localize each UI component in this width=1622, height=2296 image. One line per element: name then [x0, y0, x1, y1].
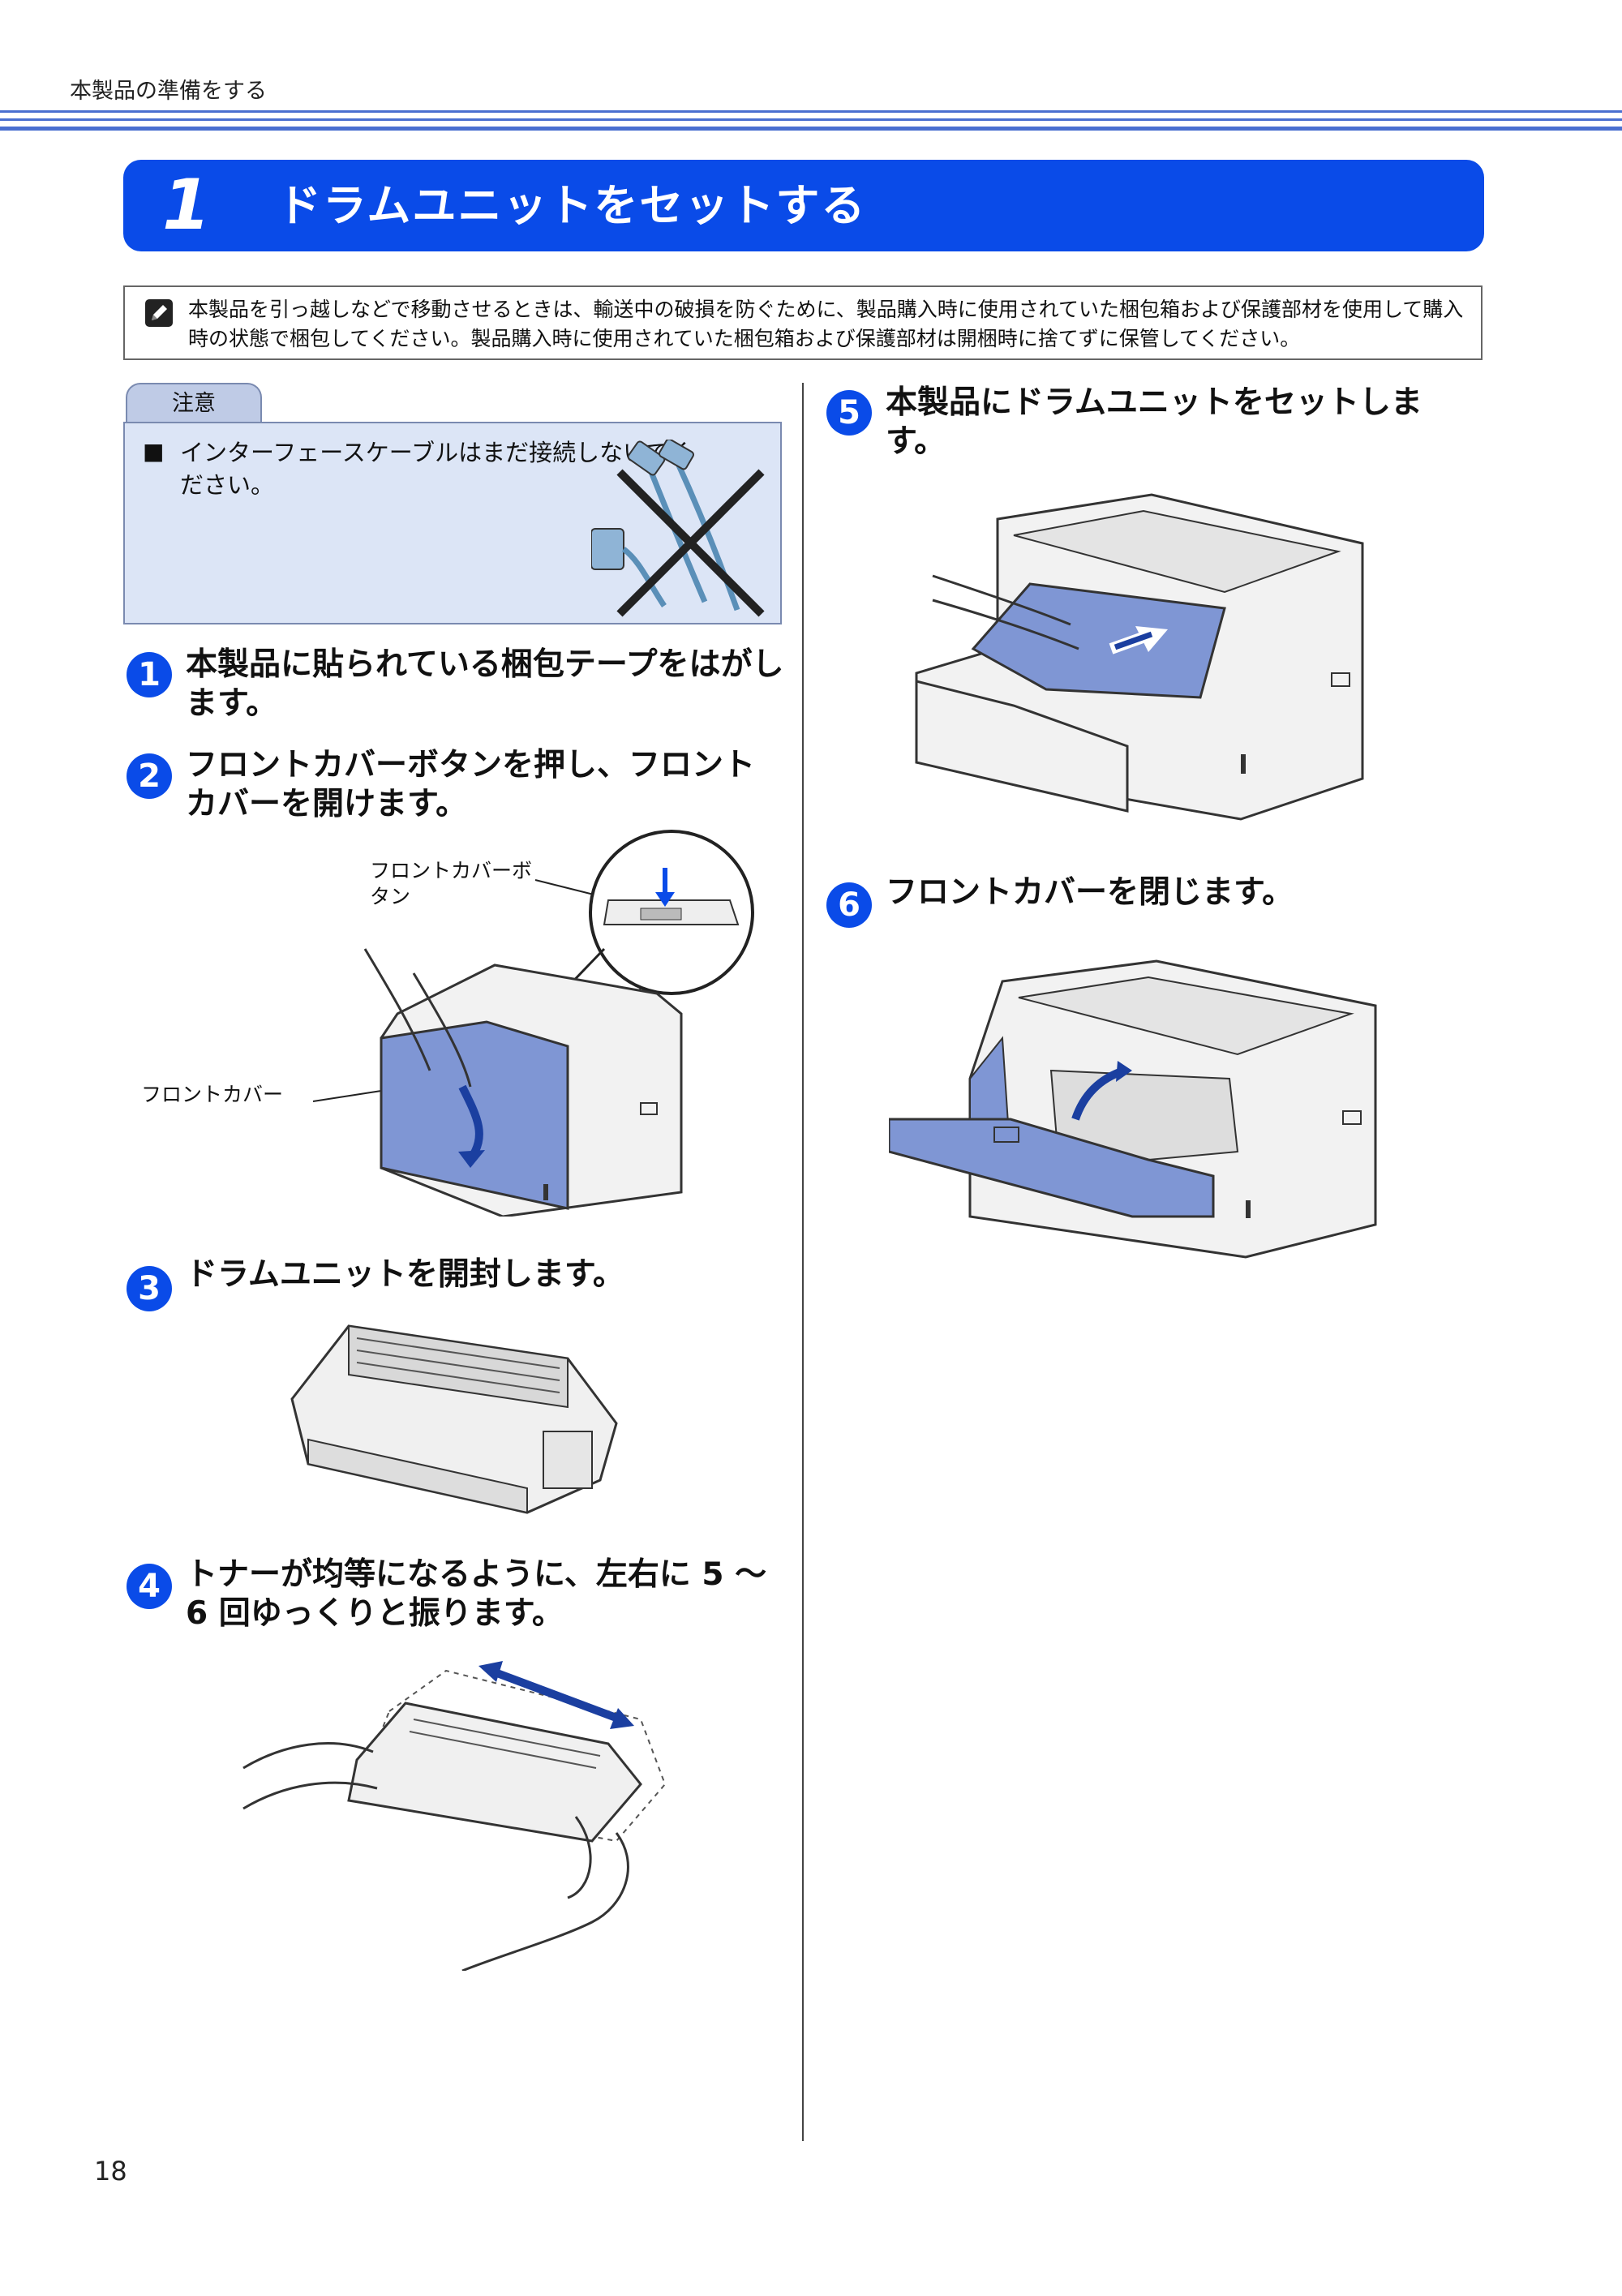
printer-insert-drum-illustration	[915, 493, 1364, 821]
memo-pencil-icon	[145, 299, 173, 327]
cable-crossed-out-icon	[591, 440, 765, 617]
printer-close-cover-illustration	[889, 959, 1377, 1259]
banner-title: ドラムユニットをセットする	[277, 180, 867, 231]
callout-front-cover-button: フロントカバーボタン	[370, 859, 533, 908]
callout-front-cover: フロントカバー	[141, 1083, 284, 1106]
header-rule-3	[0, 127, 1622, 131]
step-1-text: 本製品に貼られている梱包テープをはがします。	[186, 646, 784, 722]
step-4-text: トナーが均等になるように、左右に 5 〜 6 回ゆっくりと振ります。	[186, 1556, 767, 1632]
memo-box: 本製品を引っ越しなどで移動させるときは、輸送中の破損を防ぐために、製品購入時に使…	[123, 285, 1483, 360]
shake-drum-unit-illustration	[242, 1661, 667, 1971]
header-rule-1	[0, 110, 1622, 113]
step-6-number: 6	[826, 882, 872, 928]
step-3-text: ドラムユニットを開封します。	[186, 1256, 624, 1293]
header-rule-2	[0, 118, 1622, 121]
caution-box: ■ インターフェースケーブルはまだ接続しないでください。	[123, 422, 782, 624]
step-2-number: 2	[127, 753, 172, 799]
page-number: 18	[94, 2156, 127, 2187]
step-3-number: 3	[127, 1266, 172, 1311]
step-1-number: 1	[127, 652, 172, 697]
step-6-text: フロントカバーを閉じます。	[886, 874, 1294, 911]
memo-text: 本製品を引っ越しなどで移動させるときは、輸送中の破損を防ぐために、製品購入時に使…	[188, 298, 1464, 350]
step-5-number: 5	[826, 390, 872, 436]
section-banner: 1 ドラムユニットをセットする	[123, 160, 1484, 251]
step-2-text: フロントカバーボタンを押し、フロントカバーを開けます。	[186, 747, 756, 822]
caution-bullet: ■	[143, 438, 165, 465]
header-section-title: 本製品の準備をする	[70, 79, 267, 104]
drum-unit-illustration	[290, 1324, 618, 1514]
step-5-text: 本製品にドラムユニットをセットします。	[886, 384, 1422, 460]
printer-open-cover-illustration	[312, 830, 754, 1217]
step-4-number: 4	[127, 1564, 172, 1609]
banner-number: 1	[162, 165, 211, 246]
caution-tab: 注意	[126, 383, 262, 423]
caution-text: インターフェースケーブルはまだ接続しないでください。	[180, 439, 693, 499]
column-divider	[802, 383, 804, 2141]
